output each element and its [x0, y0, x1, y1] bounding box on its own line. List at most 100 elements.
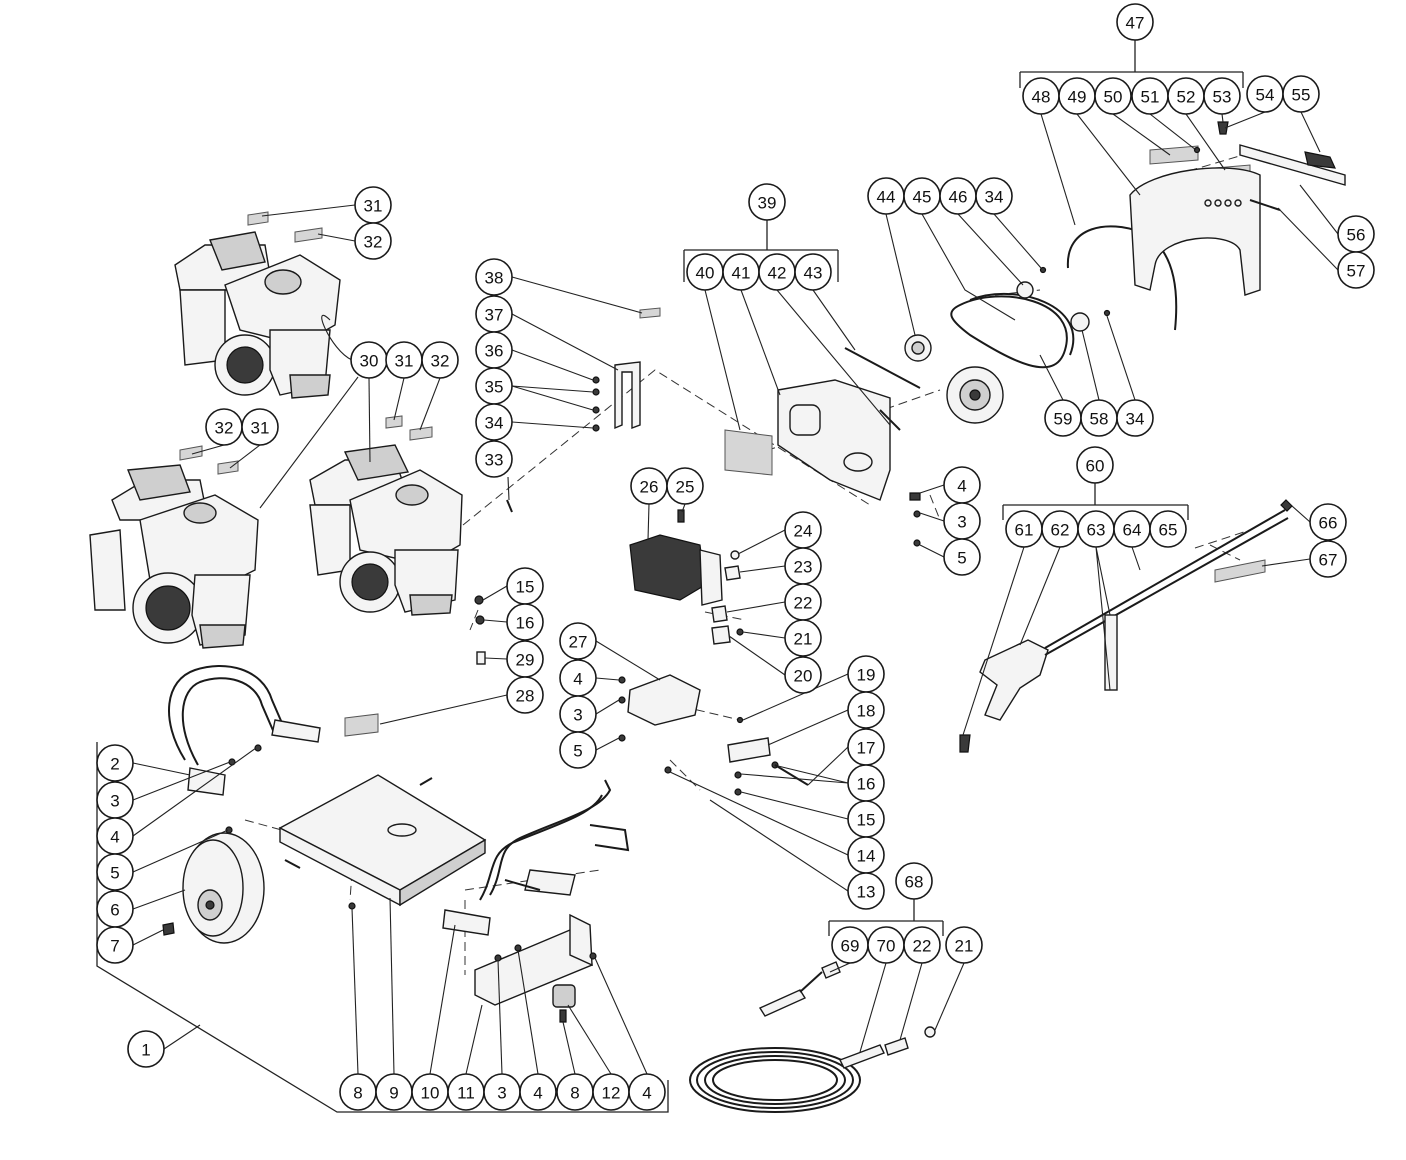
engine-bracket — [474, 361, 641, 665]
part-callout-46: 46 — [939, 177, 977, 215]
callout-number: 2 — [110, 755, 119, 774]
engine-left — [89, 464, 259, 649]
callout-number: 15 — [857, 811, 876, 830]
part-callout-50: 50 — [1094, 77, 1132, 115]
part-callout-22: 22 — [784, 583, 822, 621]
callout-circle — [559, 731, 597, 769]
callout-number: 8 — [353, 1084, 362, 1103]
callout-circle — [1094, 77, 1132, 115]
callout-number: 47 — [1126, 14, 1145, 33]
part-callout-8: 8 — [556, 1073, 594, 1111]
part-callout-67: 67 — [1309, 540, 1347, 578]
part-callout-65: 65 — [1149, 510, 1187, 548]
callout-number: 35 — [485, 378, 504, 397]
part-callout-3: 3 — [559, 695, 597, 733]
part-callout-18: 18 — [847, 691, 885, 729]
part-callout-15: 15 — [506, 567, 544, 605]
part-callout-9: 9 — [375, 1073, 413, 1111]
callout-number: 56 — [1347, 226, 1366, 245]
engine-center — [309, 444, 463, 616]
part-callout-37: 37 — [475, 295, 513, 333]
callout-number: 5 — [573, 742, 582, 761]
part-callout-60: 60 — [1076, 446, 1114, 484]
callout-number: 42 — [768, 264, 787, 283]
callout-number: 4 — [533, 1084, 542, 1103]
part-callout-34: 34 — [1116, 399, 1154, 437]
callout-number: 28 — [516, 687, 535, 706]
callout-circle — [1116, 399, 1154, 437]
callout-circle — [784, 619, 822, 657]
callout-number: 3 — [110, 792, 119, 811]
part-callout-12: 12 — [592, 1073, 630, 1111]
callout-number: 64 — [1123, 521, 1142, 540]
base-plate — [278, 774, 487, 910]
callout-number: 55 — [1292, 86, 1311, 105]
part-callout-47: 47 — [1116, 3, 1154, 41]
callout-number: 37 — [485, 306, 504, 325]
callout-number: 16 — [857, 775, 876, 794]
callout-number: 41 — [732, 264, 751, 283]
callout-circle — [475, 440, 513, 478]
part-callout-30: 30 — [350, 341, 388, 379]
part-callout-64: 64 — [1113, 510, 1151, 548]
callout-circle — [96, 744, 134, 782]
part-callout-3: 3 — [483, 1073, 521, 1111]
callout-circle — [1149, 510, 1187, 548]
callout-number: 4 — [110, 828, 119, 847]
frame-handle — [168, 664, 321, 834]
leader-lines — [132, 111, 1339, 1075]
callout-circle — [475, 403, 513, 441]
callout-number: 9 — [389, 1084, 398, 1103]
part-callout-3: 3 — [96, 781, 134, 819]
part-callout-29: 29 — [506, 640, 544, 678]
callout-circle — [895, 862, 933, 900]
part-callout-6: 6 — [96, 890, 134, 928]
callout-number: 45 — [913, 188, 932, 207]
part-callout-57: 57 — [1337, 251, 1375, 289]
part-callout-4: 4 — [628, 1073, 666, 1111]
callout-number: 15 — [516, 578, 535, 597]
part-callout-5: 5 — [559, 731, 597, 769]
part-callout-38: 38 — [475, 258, 513, 296]
callout-number: 5 — [110, 864, 119, 883]
callout-number: 48 — [1032, 88, 1051, 107]
part-callout-4: 4 — [519, 1073, 557, 1111]
callout-number: 3 — [497, 1084, 506, 1103]
callout-circle — [903, 926, 941, 964]
callout-circle — [794, 253, 832, 291]
callout-circle — [943, 538, 981, 576]
part-callout-7: 7 — [96, 926, 134, 964]
callout-number: 65 — [1159, 521, 1178, 540]
callout-number: 3 — [573, 706, 582, 725]
part-callout-43: 43 — [794, 253, 832, 291]
callout-number: 39 — [758, 194, 777, 213]
part-callout-2: 2 — [96, 744, 134, 782]
part-callout-32: 32 — [421, 341, 459, 379]
pump — [629, 509, 744, 645]
part-callout-49: 49 — [1058, 77, 1096, 115]
callout-number: 3 — [957, 513, 966, 532]
callout-number: 62 — [1051, 521, 1070, 540]
engine-top — [174, 231, 341, 399]
callout-circle — [421, 341, 459, 379]
callout-number: 13 — [857, 883, 876, 902]
part-callout-48: 48 — [1022, 77, 1060, 115]
callout-circle — [96, 926, 134, 964]
part-callout-25: 25 — [666, 467, 704, 505]
callout-number: 12 — [602, 1084, 621, 1103]
unloader-block — [618, 674, 809, 796]
callout-number: 22 — [794, 594, 813, 613]
callout-number: 21 — [955, 937, 974, 956]
callout-number: 69 — [841, 937, 860, 956]
part-callout-17: 17 — [847, 728, 885, 766]
callout-number: 46 — [949, 188, 968, 207]
callout-number: 34 — [985, 188, 1004, 207]
callout-circle — [1309, 540, 1347, 578]
part-callout-27: 27 — [559, 622, 597, 660]
part-callout-41: 41 — [722, 253, 760, 291]
callout-number: 52 — [1177, 88, 1196, 107]
label-decals — [179, 145, 1266, 737]
callout-number: 20 — [794, 667, 813, 686]
part-callout-20: 20 — [784, 656, 822, 694]
